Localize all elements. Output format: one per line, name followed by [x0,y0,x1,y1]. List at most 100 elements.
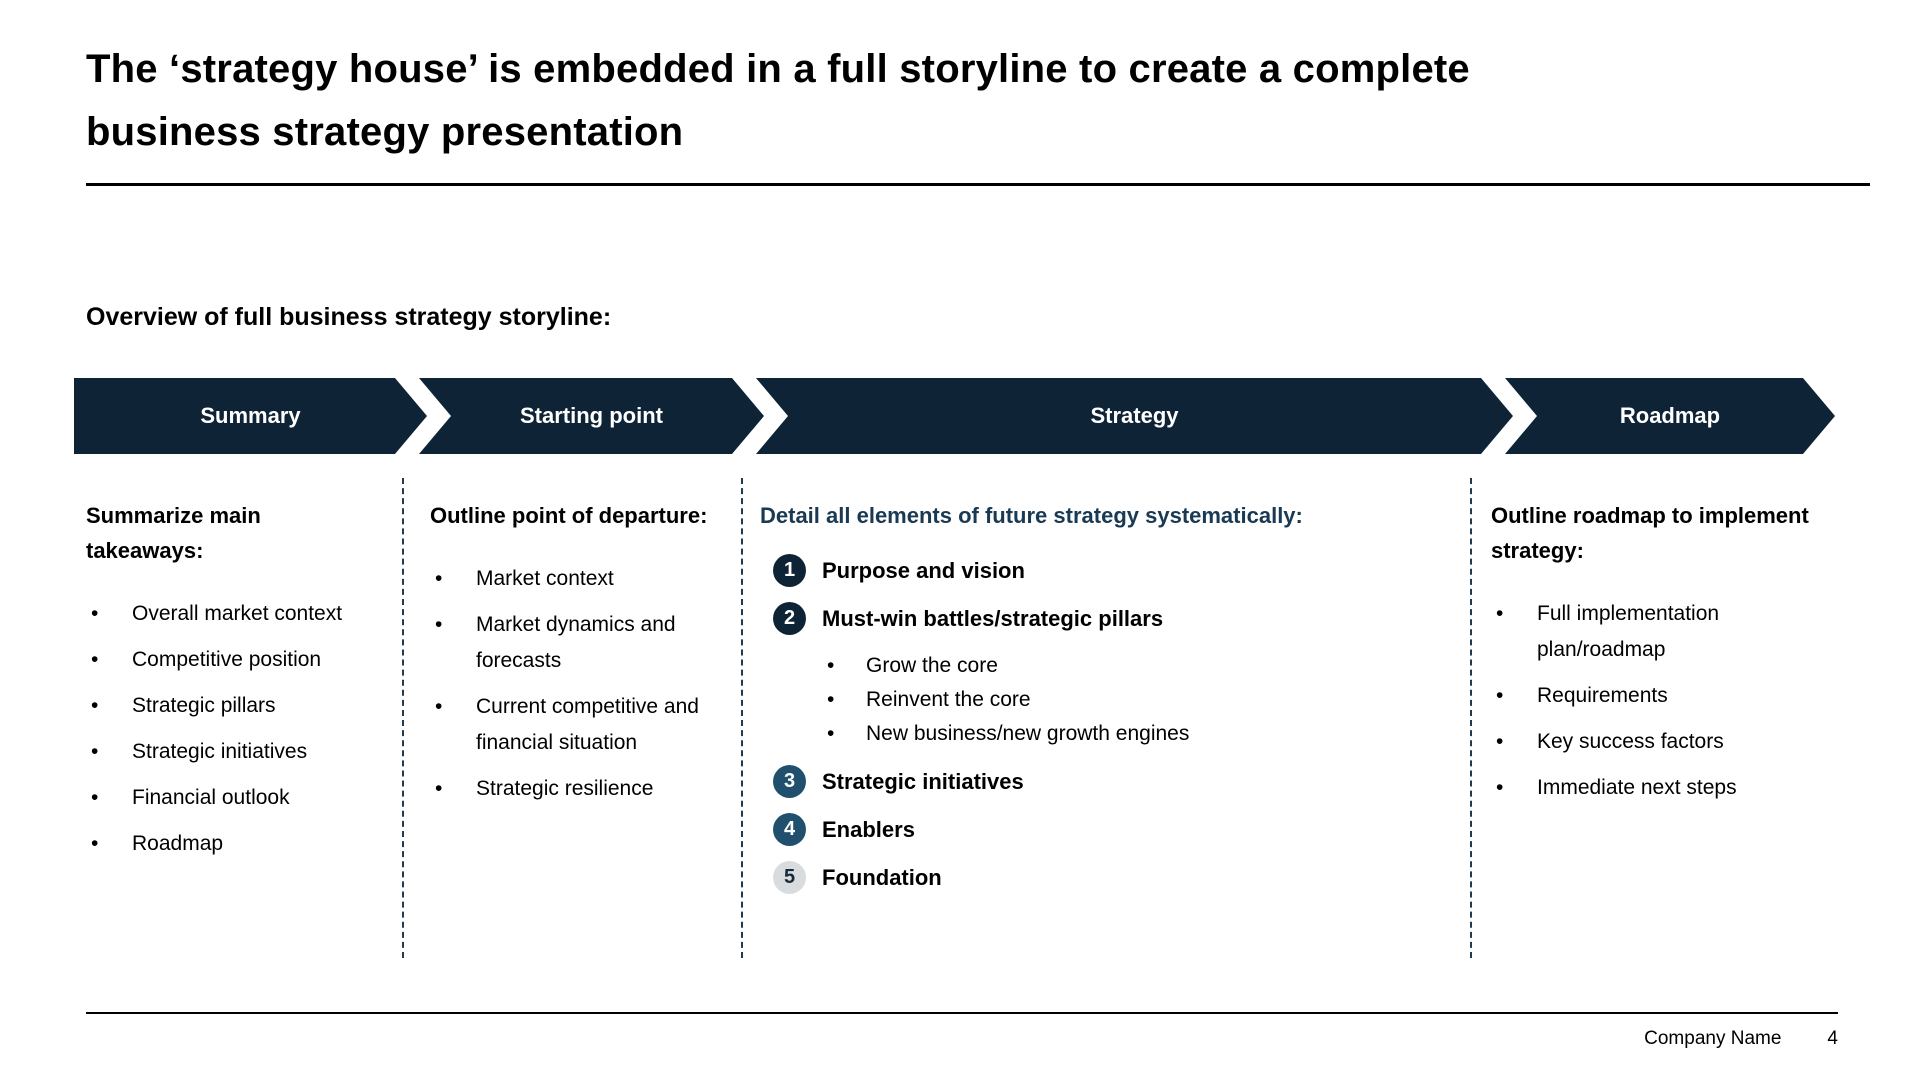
list-item: • Key success factors [1491,724,1825,760]
list-item: • Roadmap [86,826,378,862]
column-strategy: Detail all elements of future strategy s… [760,498,1446,908]
numbered-item-label: Purpose and vision [822,557,1025,583]
stage-label: Summary [200,403,301,428]
bullet-marker: • [435,613,443,636]
bullet-text: Roadmap [132,832,224,855]
bullet-marker: • [91,832,99,855]
number-badge-1: 1 [773,554,806,587]
numbered-item: 2 Must-win battles/strategic pillars [773,601,1446,636]
list-item: • Strategic initiatives [86,734,378,770]
bullet-text: New business/new growth engines [866,722,1190,745]
stage-label: Starting point [520,403,663,428]
bullet-text: Financial outlook [132,786,290,809]
bullet-text: Strategic pillars [132,694,276,717]
column-header: Summarize main takeaways: [86,503,261,563]
bullet-marker: • [1496,602,1504,625]
bullet-text: Strategic initiatives [132,740,308,763]
list-item: • Strategic resilience [430,771,716,807]
column-summary: Summarize main takeaways: • Overall marke… [86,498,378,872]
number-badge-2: 2 [773,602,806,635]
stage-chevron-starting-point: Starting point [419,378,764,454]
list-item: • Overall market context [86,596,378,632]
numbered-list: 1 Purpose and vision 2 Must-win battles/… [760,553,1446,895]
bullet-text: Key success factors [1537,730,1724,753]
column-header: Outline roadmap to implement strategy: [1491,503,1809,563]
title-divider [86,183,1870,186]
bullet-text: Requirements [1537,684,1668,707]
bullet-marker: • [91,648,99,671]
list-item: • New business/new growth engines [822,717,1446,751]
stage-chevron-strategy: Strategy [756,378,1513,454]
column-divider-3 [1470,478,1472,958]
bullet-list: • Overall market context • Competitive pos… [86,596,378,862]
bullet-marker: • [435,695,443,718]
bullet-list: • Full implementation plan/roadmap • Requi… [1491,596,1825,806]
numbered-item-label: Must-win battles/strategic pillars [822,605,1164,631]
list-item: • Market dynamics and forecasts [430,607,716,679]
stage-chevron-roadmap: Roadmap [1505,378,1835,454]
slide-title-line2: business strategy presentation [86,110,684,154]
bullet-marker: • [1496,776,1504,799]
footer-divider [86,1012,1838,1014]
numbered-item-label: Enablers [822,816,915,842]
numbered-item: 3 Strategic initiatives [773,764,1446,799]
bullet-marker: • [91,740,99,763]
list-item: • Grow the core [822,649,1446,683]
bullet-text: Grow the core [866,654,998,677]
footer-company-name: Company Name [1644,1028,1782,1049]
list-item: • Full implementation plan/roadmap [1491,596,1825,668]
numbered-item-label: Foundation [822,864,942,890]
bullet-text: Competitive position [132,648,322,671]
bullet-text: Current competitive and financial situat… [476,695,699,754]
bullet-marker: • [435,567,443,590]
bullet-marker: • [91,694,99,717]
list-item: • Requirements [1491,678,1825,714]
sub-bullet-list: • Grow the core • Reinvent the core • New b… [822,649,1446,751]
bullet-text: Market context [476,567,614,590]
column-divider-1 [402,478,404,958]
bullet-marker: • [91,786,99,809]
footer: Company Name 4 [1644,1028,1838,1050]
number-badge-4: 4 [773,813,806,846]
number-badge-3: 3 [773,765,806,798]
overview-heading: Overview of full business strategy story… [86,303,612,331]
bullet-text: Overall market context [132,602,343,625]
column-starting-point: Outline point of departure: • Market cont… [430,498,716,817]
bullet-marker: • [827,688,835,711]
bullet-marker: • [827,654,835,677]
list-item: • Strategic pillars [86,688,378,724]
stage-label: Strategy [1090,403,1179,428]
list-item: • Market context [430,561,716,597]
numbered-item-label: Strategic initiatives [822,768,1024,794]
bullet-marker: • [1496,730,1504,753]
bullet-text: Reinvent the core [866,688,1031,711]
list-item: • Financial outlook [86,780,378,816]
bullet-text: Market dynamics and forecasts [476,613,676,672]
bullet-marker: • [827,722,835,745]
bullet-marker: • [435,777,443,800]
list-item: • Reinvent the core [822,683,1446,717]
bullet-list: • Market context • Market dynamics and for… [430,561,716,807]
list-item: • Immediate next steps [1491,770,1825,806]
slide-title: The ‘strategy house’ is embedded in a fu… [86,38,1876,164]
numbered-item: 1 Purpose and vision [773,553,1446,588]
numbered-item: 5 Foundation [773,860,1446,895]
number-badge-5: 5 [773,861,806,894]
list-item: • Current competitive and financial situa… [430,689,716,761]
column-divider-2 [741,478,743,958]
column-header: Outline point of departure: [430,503,708,528]
bullet-text: Full implementation plan/roadmap [1537,602,1720,661]
list-item: • Competitive position [86,642,378,678]
column-header: Detail all elements of future strategy s… [760,503,1303,528]
slide-title-line1: The ‘strategy house’ is embedded in a fu… [86,47,1470,91]
bullet-text: Strategic resilience [476,777,654,800]
bullet-marker: • [1496,684,1504,707]
storyline-stage-bar: Summary Starting point Strategy Roadmap [0,378,1920,454]
column-roadmap: Outline roadmap to implement strategy: •… [1491,498,1825,816]
numbered-item: 4 Enablers [773,812,1446,847]
stage-label: Roadmap [1619,403,1721,428]
bullet-text: Immediate next steps [1537,776,1737,799]
bullet-marker: • [91,602,99,625]
footer-page-number: 4 [1827,1028,1838,1049]
